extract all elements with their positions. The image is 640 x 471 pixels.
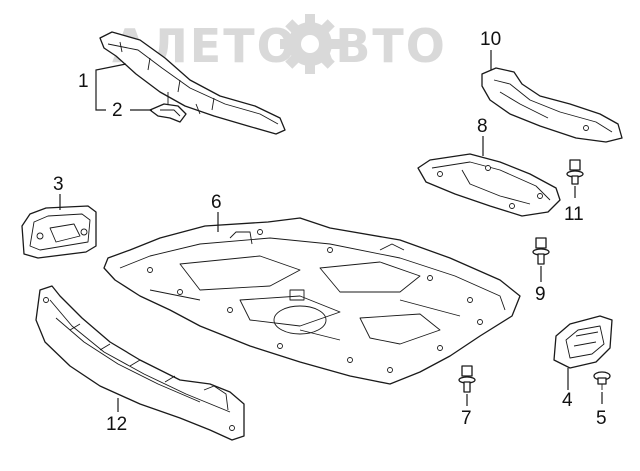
leader-1-branch [95, 80, 106, 111]
part-5-screw [593, 371, 611, 390]
callout-2: 2 [112, 100, 123, 121]
part-7-clip [458, 365, 476, 393]
callout-9: 9 [535, 284, 546, 305]
callout-7: 7 [461, 408, 472, 429]
leader-1 [95, 63, 127, 80]
leader-lines [59, 50, 603, 412]
part-3-bracket-panel [21, 205, 97, 259]
callout-8: 8 [477, 116, 488, 137]
part-6-engine-under-cover [103, 217, 521, 385]
callout-10: 10 [480, 29, 501, 50]
callout-5: 5 [596, 408, 607, 429]
part-2-clip [149, 103, 187, 123]
part-12-lower-deflector [35, 285, 245, 441]
callout-4: 4 [562, 390, 573, 411]
part-9-clip [532, 237, 550, 265]
part-11-clip [566, 159, 584, 185]
callout-3: 3 [53, 174, 64, 195]
part-10-deflector [481, 67, 623, 143]
callout-labels: 1 2 3 6 8 10 11 9 7 4 5 12 [53, 29, 607, 435]
part-1-side-deflector [99, 31, 286, 135]
watermark-gear-icon [280, 14, 340, 74]
callout-1: 1 [78, 71, 89, 92]
callout-6: 6 [211, 192, 222, 213]
callout-11: 11 [564, 204, 584, 225]
part-4-bracket [553, 315, 613, 369]
part-8-plate [417, 153, 561, 217]
callout-12: 12 [106, 414, 127, 435]
